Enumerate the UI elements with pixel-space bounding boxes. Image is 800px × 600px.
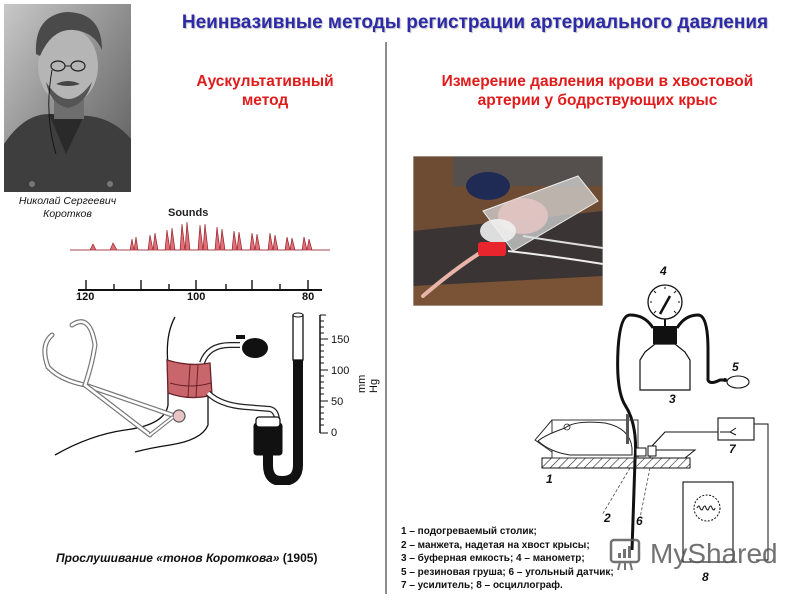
vertical-divider <box>385 42 387 594</box>
label-6-sensor: 6 <box>636 514 643 528</box>
rat-restrainer-photo <box>413 156 603 306</box>
scale-150: 150 <box>331 334 350 346</box>
right-title-line2: артерии у бодрствующих крыс <box>477 92 718 109</box>
sounds-label: Sounds <box>168 207 209 219</box>
setup-schematic <box>534 284 769 563</box>
right-title-line1: Измерение давления крови в хвостовой <box>441 73 754 90</box>
watermark-text: MyShared <box>650 538 778 569</box>
caption-year: (1905) <box>282 551 318 565</box>
mmhg-unit-label: mm Hg <box>356 374 380 393</box>
myshared-watermark: MyShared <box>608 536 778 572</box>
label-7-amplifier: 7 <box>729 442 736 456</box>
left-title-line1: Аускультативный <box>196 73 334 90</box>
scale-0: 0 <box>331 427 338 439</box>
caption-italic-text: Прослушивание «тонов Короткова» <box>56 551 280 565</box>
rat-photo-illustration <box>413 156 603 306</box>
left-title-line2: метод <box>241 92 289 109</box>
scale-100: 100 <box>331 365 350 377</box>
rat-tail-measurement-title: Измерение давления крови в хвостовой арт… <box>400 72 795 110</box>
label-3-buffer: 3 <box>669 392 676 406</box>
legend-item-3: 3 – буферная емкость; 4 – манометр; <box>401 553 585 565</box>
diagram-legend: 1 – подогреваемый столик; 2 – манжета, н… <box>401 525 661 593</box>
slide-title: Неинвазивные методы регистрации артериал… <box>181 12 769 33</box>
auscultatory-method-title: Аускультативный метод <box>160 72 370 110</box>
tail-cuff-setup-diagram: 4 5 3 7 1 2 6 8 <box>520 260 800 600</box>
portrait-caption-name: Николай Сергеевич <box>18 195 117 207</box>
korotkov-sounds-chart: 120 100 80 <box>60 200 350 310</box>
label-2-cuff: 2 <box>604 511 611 525</box>
portrait-caption: Николай Сергеевич Коротков <box>0 195 135 221</box>
label-8-oscilloscope: 8 <box>702 570 709 584</box>
portrait-caption-surname: Коротков <box>43 208 92 220</box>
pressure-tick-120: 120 <box>76 291 95 303</box>
sounds-waveform <box>70 221 330 291</box>
portrait-illustration <box>4 4 131 192</box>
label-1-table: 1 <box>546 472 553 486</box>
korotkov-sounds-caption: Прослушивание «тонов Короткова» (1905) <box>56 551 317 565</box>
pressure-tick-80: 80 <box>302 291 315 303</box>
presentation-chart-icon <box>609 538 641 571</box>
legend-item-4: 5 – резиновая груша; 6 – угольный датчик… <box>401 566 614 578</box>
portrait-photo-korotkov <box>4 4 131 192</box>
legend-item-2: 2 – манжета, надетая на хвост крысы; <box>401 539 590 551</box>
sphygmomanometer-illustration: 150 100 50 0 mm Hg <box>30 305 380 485</box>
stethoscope-cuff-manometer-drawing <box>42 312 328 485</box>
scale-50: 50 <box>331 396 344 408</box>
legend-item-5: 7 – усилитель; 8 – осциллограф. <box>401 580 563 592</box>
label-4-manometer: 4 <box>660 264 667 278</box>
label-5-bulb: 5 <box>732 360 739 374</box>
legend-item-1: 1 – подогреваемый столик; <box>401 526 537 537</box>
pressure-tick-100: 100 <box>187 291 206 303</box>
